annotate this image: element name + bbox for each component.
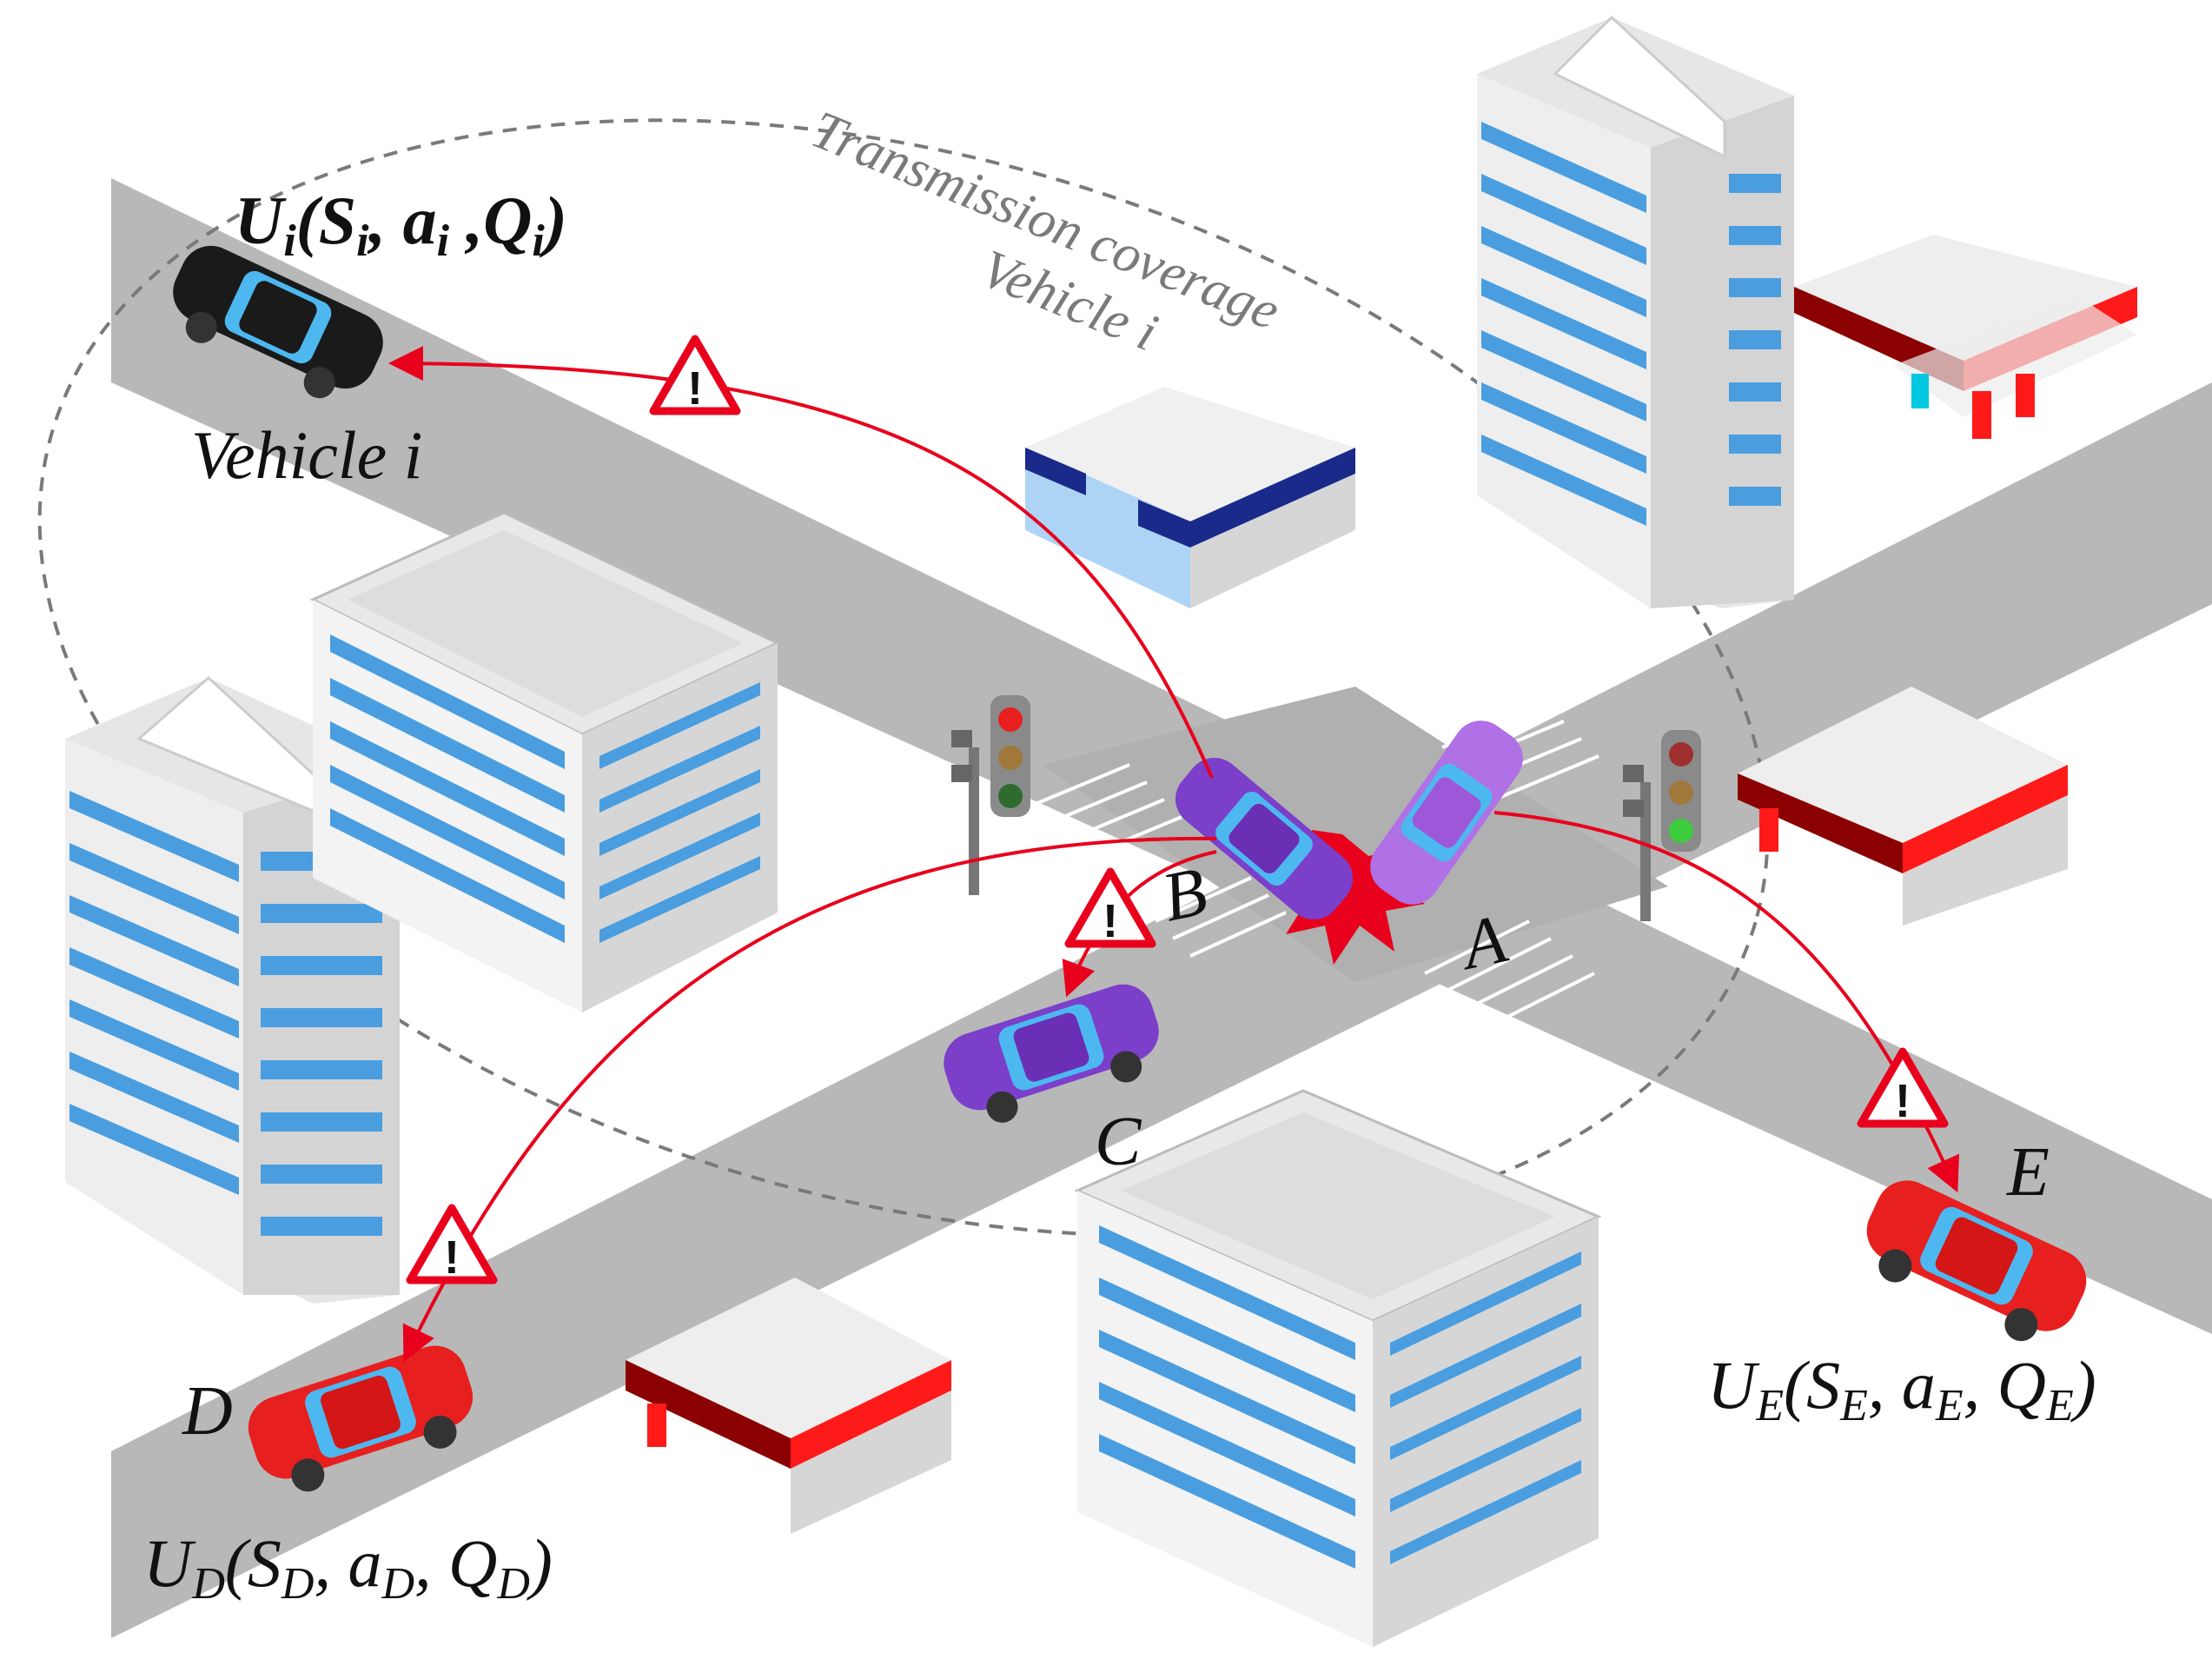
gas-station-icon (1738, 687, 2068, 926)
message-arrow-to-d (402, 836, 1217, 1363)
building-icon (309, 511, 781, 1012)
building-icon (1477, 15, 1794, 608)
car-icon (173, 245, 383, 399)
warning-icon: ! (1064, 867, 1156, 948)
car-icon (1370, 720, 1523, 905)
vehicle-d-utility: UD(SD, aD, QD) (143, 1525, 553, 1609)
vehicle-d-label: D (182, 1373, 233, 1450)
building-icon (1074, 1089, 1602, 1647)
gas-station-icon (1794, 235, 2137, 439)
car-icon (1866, 1180, 2087, 1342)
warning-icon: ! (406, 1204, 498, 1284)
vehicle-i-utility: Ui(Si, ai ,Qi) (235, 183, 567, 266)
transmission-coverage-boundary (37, 118, 1770, 1238)
svg-text:!: ! (1103, 895, 1118, 947)
warning-icon: ! (1857, 1047, 1949, 1128)
message-arrow-to-vehicle-i (388, 346, 1214, 779)
warning-icon: ! (649, 335, 741, 415)
car-icon (248, 1345, 474, 1492)
car-icon (944, 984, 1159, 1123)
message-arrow-to-c (1062, 850, 1217, 998)
svg-text:!: ! (687, 362, 703, 415)
vehicle-i-label: Vehicle i (191, 417, 422, 493)
vehicle-e-utility: UE(SE, aE, QE) (1707, 1347, 2096, 1430)
vehicle-c-label: C (1095, 1104, 1142, 1180)
svg-text:!: ! (1895, 1075, 1911, 1127)
traffic-light-icon (1623, 730, 1701, 921)
svg-text:!: ! (444, 1231, 460, 1284)
gas-station-icon (626, 1278, 951, 1534)
intersection (1043, 687, 1668, 982)
car-icon (1175, 757, 1354, 920)
road-southwest-northeast (111, 382, 2212, 1638)
building-icon (1025, 387, 1355, 608)
vehicle-e-label: E (2006, 1134, 2050, 1211)
